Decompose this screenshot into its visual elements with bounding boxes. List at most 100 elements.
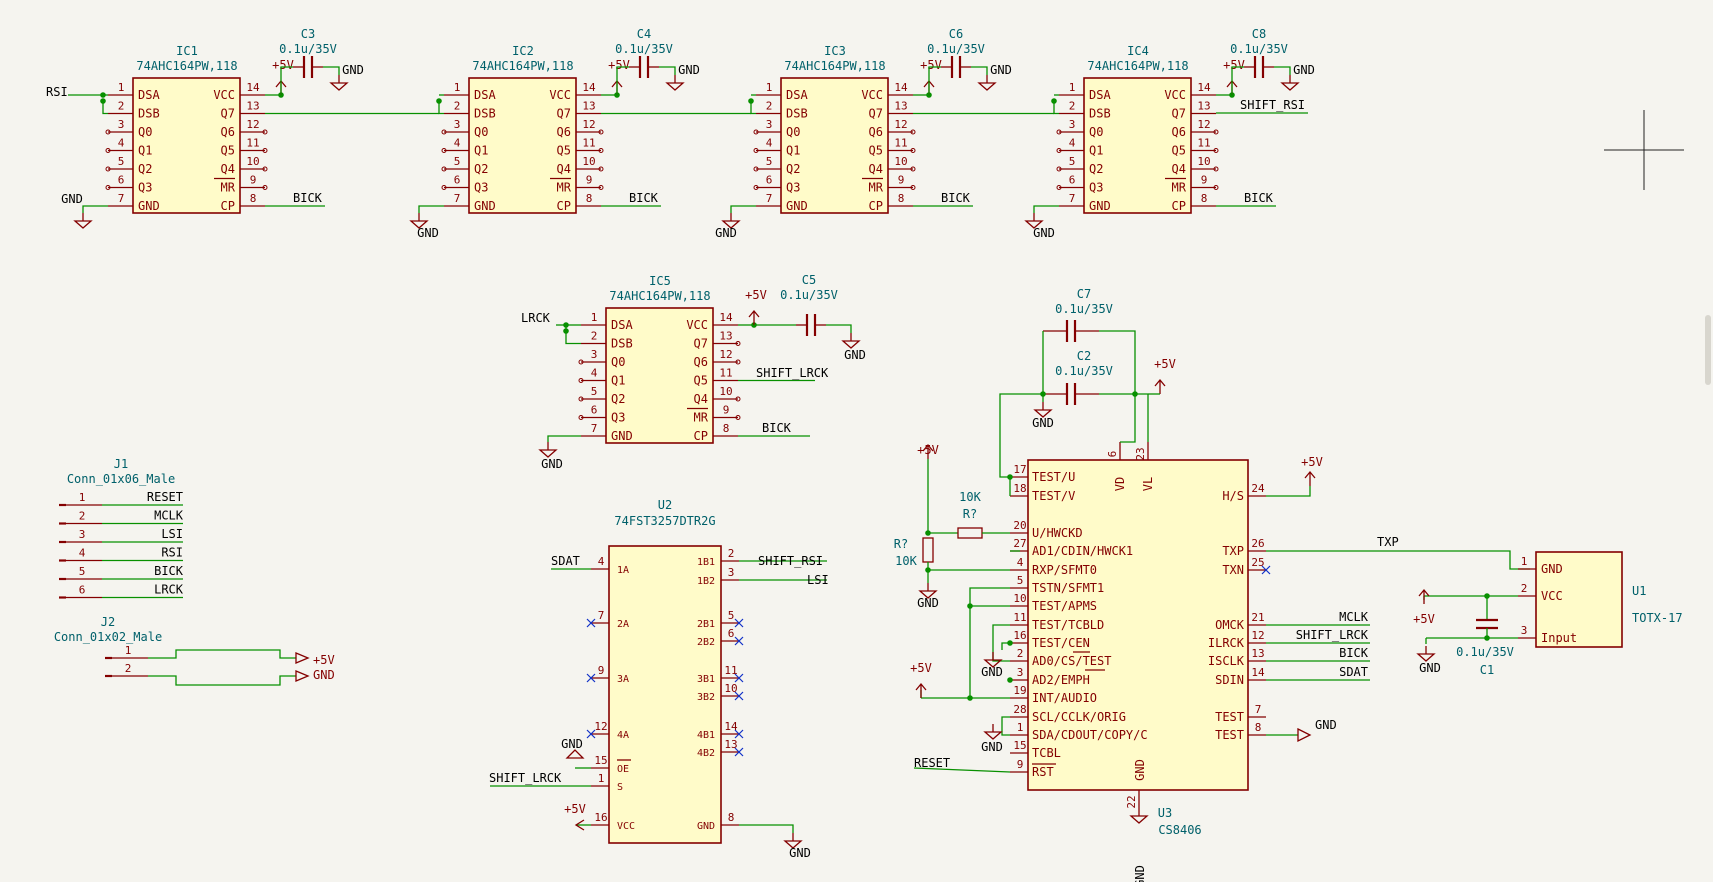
pin-number: 1 [454,81,461,94]
vcc-symbol: +5V [910,661,932,698]
unconnected-pin-marker [1056,148,1062,153]
net-label: RESET [147,490,183,504]
gnd-label: GND [61,192,83,206]
pin-name: RST [1032,765,1054,779]
ic-body [605,307,714,444]
pin-number: 23 [1134,447,1147,460]
pin-name: AD0/CS/TEST [1032,654,1111,668]
gnd-triangle [538,449,558,458]
pin-number: 1 [1069,81,1076,94]
ic-body [780,77,889,214]
pin-number: 5 [1069,155,1076,168]
gnd-label: GND [1032,416,1054,430]
pin-number: 7 [766,192,773,205]
gnd-symbol: GND [715,213,741,240]
wire [1274,66,1291,75]
vcc-symbol: +5V [272,58,294,95]
pin-name: Input [1541,631,1577,645]
resistor-body [922,537,934,563]
pin-name: DSA [138,88,160,102]
wire [418,205,444,213]
pin-number: 6 [766,174,773,187]
ic-value: 74AHC164PW,118 [472,59,573,73]
pin-name: VCC [686,318,708,332]
power-flag-gnd [295,670,310,682]
vcc-label: +5V [745,288,767,302]
wire [913,767,1011,773]
pin-name: DSB [474,107,496,121]
pin-name: GND [1541,562,1563,576]
pin-number: 1 [591,311,598,324]
pin-number: 14 [724,720,738,733]
pin-name: Q4 [869,162,883,176]
pin-number: 12 [894,118,907,131]
gnd-symbol: GND [329,63,364,91]
ic-value: 74AHC164PW,118 [136,59,237,73]
unconnected-pin-marker [735,359,741,365]
unconnected-pin-marker [910,148,916,153]
no-connect-flag [734,691,744,701]
no-connect-flag [586,729,596,739]
pin-number: 26 [1251,537,1264,550]
junction-dot [925,530,931,536]
wire [1099,330,1136,394]
pin-name: DSA [1089,88,1111,102]
pin-name: GND [1089,199,1111,213]
pin-number: 10 [1013,592,1026,605]
scrollbar[interactable] [1705,315,1711,385]
pin-number: 10 [719,385,732,398]
pin-name: DSB [1089,107,1111,121]
pin-name: Q7 [869,107,883,121]
shift-register-ic1: IC174AHC164PW,1181DSA14VCC2DSB13Q73Q012Q… [82,27,439,214]
ic-ref: IC2 [512,44,534,58]
unconnected-pin-marker [910,166,916,172]
vcc-symbol: +5V [1223,58,1245,95]
unconnected-pin-marker [441,185,447,190]
net-label-bick: BICK [1339,646,1369,660]
pin-name: INT/AUDIO [1032,691,1097,705]
pin-number: 11 [719,367,732,380]
pin-name: VCC [549,88,571,102]
net-label-shift-rsi: SHIFT_RSI [758,554,823,568]
vcc-arrow [915,682,927,691]
pin-number: 19 [1013,684,1026,697]
pin-name: MR [869,181,884,195]
vcc-symbol: +5V [745,288,767,325]
pin-number: 2 [454,100,461,113]
pin-name: SCL/CCLK/ORIG [1032,710,1126,724]
pin-number: 13 [582,100,595,113]
net-label-bick: BICK [1244,191,1274,205]
pin-name: S [617,782,623,793]
gnd-label: GND [981,740,1003,754]
scrollbar-thumb [1705,315,1711,385]
pin-name: TEST/V [1032,489,1075,503]
pin-number: 4 [591,367,598,380]
unconnected-pin-marker [441,129,447,135]
ic-value: 74AHC164PW,118 [1087,59,1188,73]
ic-body [1535,551,1623,648]
pin-number: 6 [1069,174,1076,187]
pin-name: 3A [617,674,629,685]
pin-number: 14 [582,81,596,94]
pin-number: 5 [1017,574,1024,587]
unconnected-pin-marker [598,148,604,153]
pin-number: 25 [1251,556,1264,569]
unconnected-pin-marker [262,148,268,153]
cap-ref: C4 [637,27,651,41]
wire [1001,716,1010,724]
pin-name: DSB [786,107,808,121]
pin-number: 10 [894,155,907,168]
pin-number: 11 [1197,137,1210,150]
pin-number: 11 [724,664,737,677]
connector-ref: J1 [114,457,128,471]
resistor-ref: R? [963,507,977,521]
wire [148,675,296,686]
gnd-triangle [841,340,861,349]
pin-name: GND [786,199,808,213]
pin-name: TEST [1215,710,1244,724]
resistor-value: 10K [959,490,981,504]
no-connect-flag [1261,565,1271,575]
pin-name: GND [611,429,633,443]
pin-number: 3 [79,528,86,541]
